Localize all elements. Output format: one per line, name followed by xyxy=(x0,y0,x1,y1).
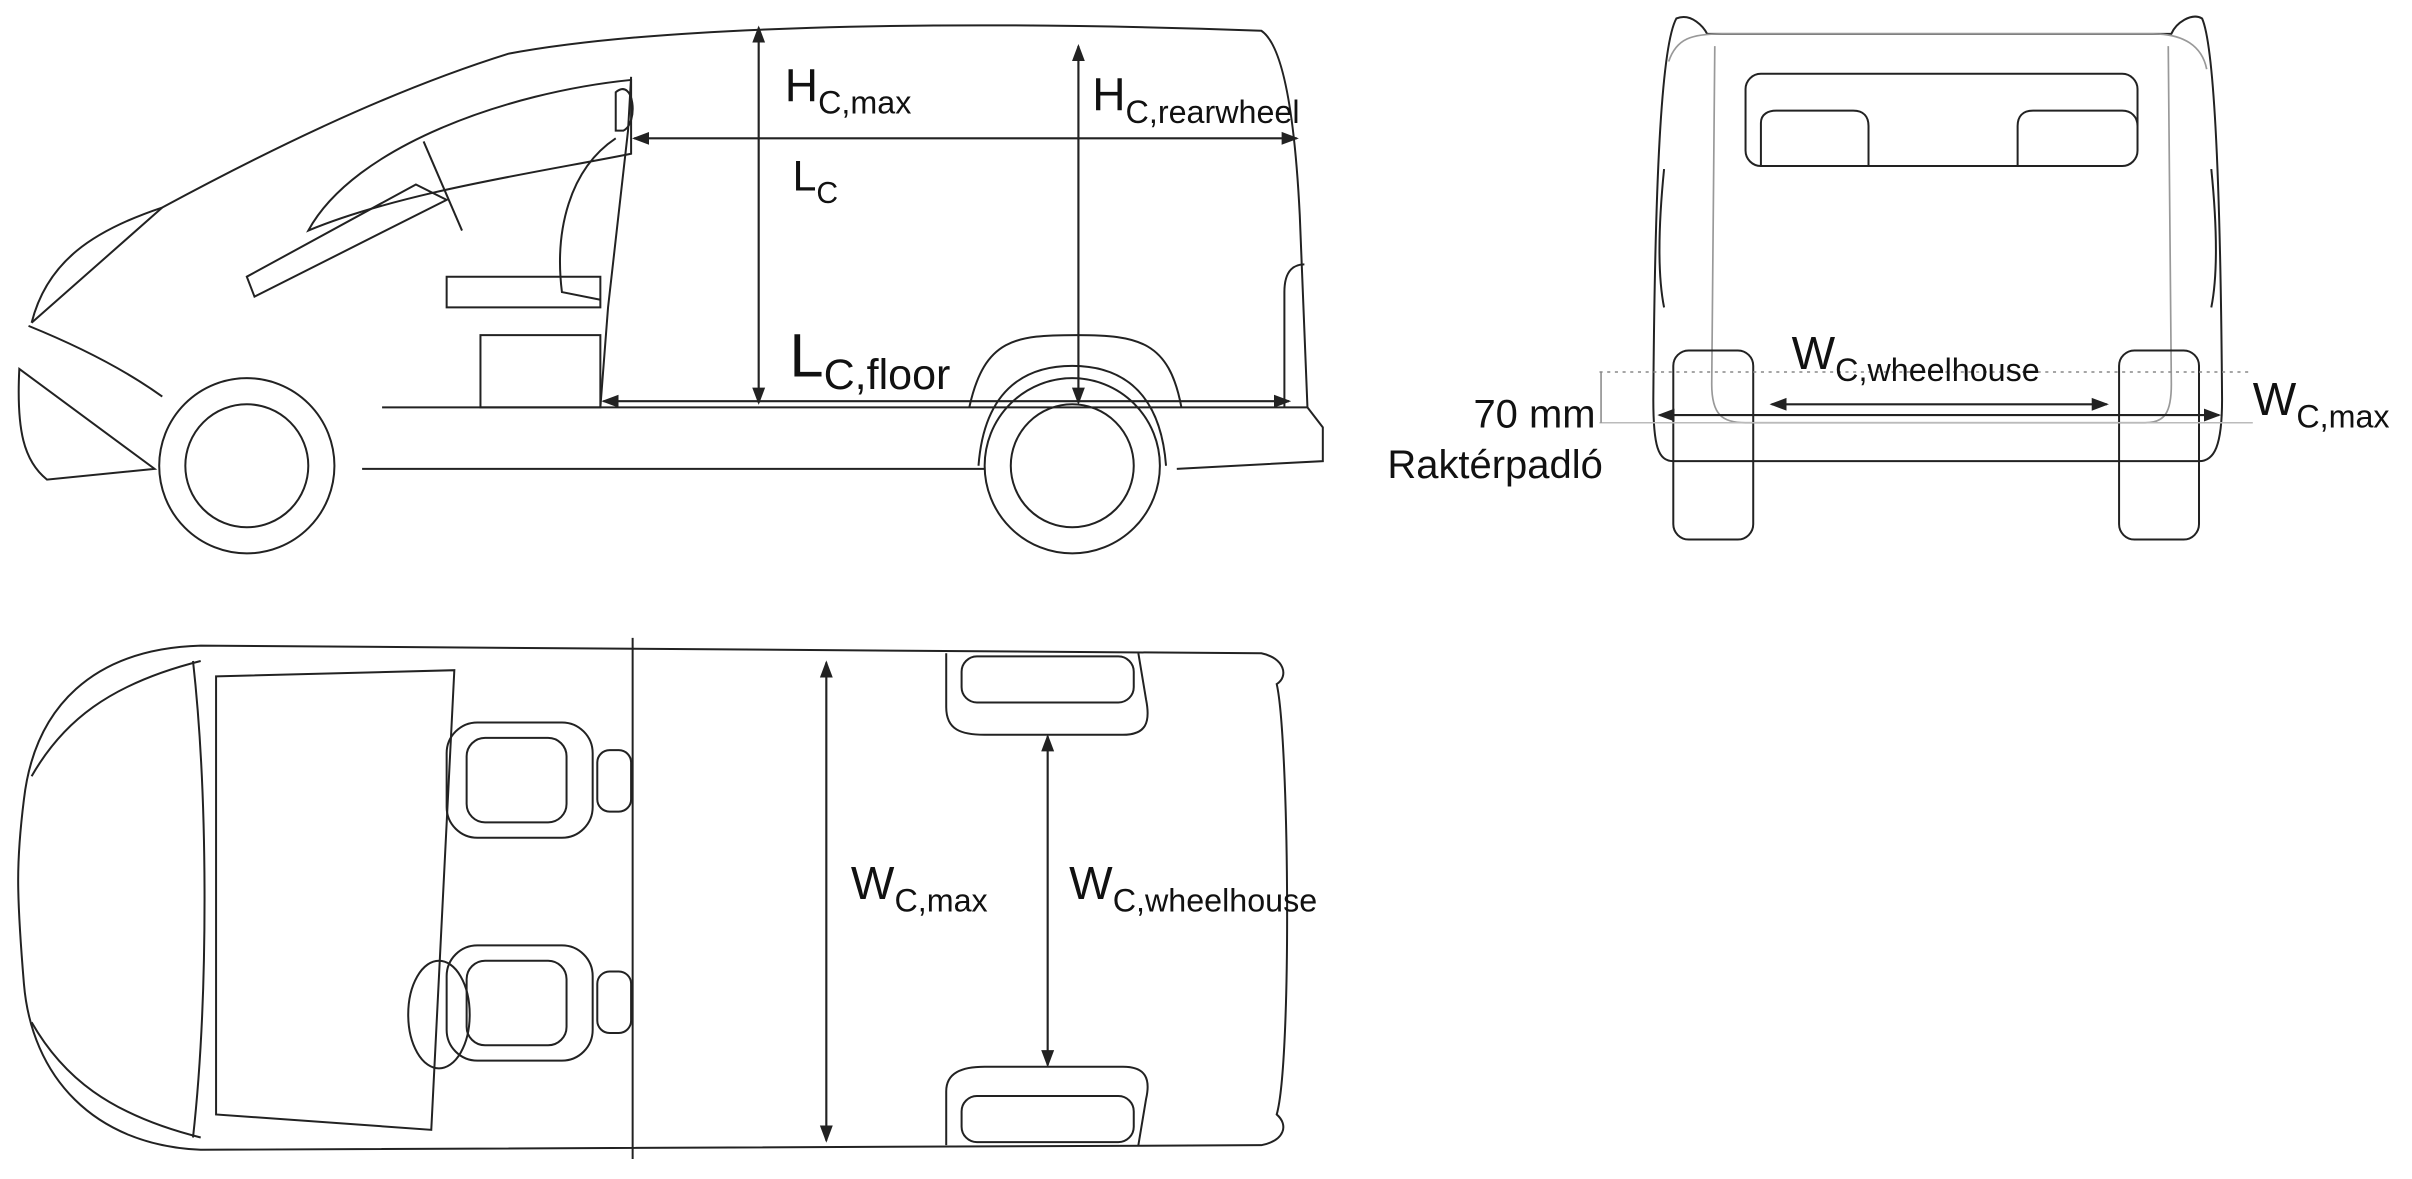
offset-label: 70 mm xyxy=(1473,392,1595,436)
top-wheelhouse-left xyxy=(945,653,1149,736)
top-view: WC,max WC,wheelhouse xyxy=(17,637,1317,1160)
rear-wheel xyxy=(977,364,1168,555)
h-rearwheel-label: HC,rearwheel xyxy=(1092,69,1299,130)
floor-label: Raktérpadló xyxy=(1387,443,1602,487)
side-view: HC,max HC,rearwheel LC LC,floor xyxy=(17,24,1324,555)
l-floor-label: LC,floor xyxy=(789,322,950,399)
passenger-seat xyxy=(407,944,633,1070)
top-body-outline xyxy=(17,644,1289,1151)
rear-left-tire xyxy=(1672,349,1755,541)
rear-w-max-label: WC,max xyxy=(2253,373,2390,434)
rear-w-wheelhouse-label: WC,wheelhouse xyxy=(1792,327,2040,388)
top-w-max-label: WC,max xyxy=(851,857,988,918)
l-c-label: LC xyxy=(793,153,839,210)
rear-body-outline xyxy=(1652,15,2224,463)
rear-right-tire xyxy=(2118,349,2201,541)
front-wheel xyxy=(158,377,336,555)
rear-view: WC,wheelhouse WC,max 70 mm Raktérpadló xyxy=(1387,15,2390,541)
driver-seat xyxy=(445,721,633,839)
side-body-outline xyxy=(17,24,1324,481)
h-max-label: HC,max xyxy=(785,59,912,120)
top-wheelhouse-right xyxy=(945,1065,1149,1146)
top-w-wheelhouse-label: WC,wheelhouse xyxy=(1069,857,1317,918)
